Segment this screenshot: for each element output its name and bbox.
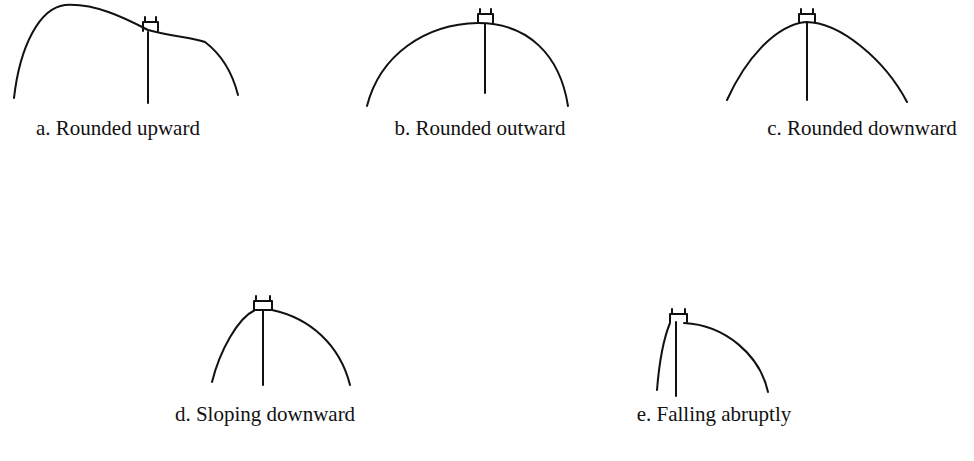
crown-outline (727, 22, 907, 102)
rounded-upward-figure (14, 5, 238, 103)
crown-outline (14, 5, 238, 98)
stem-line (806, 22, 808, 100)
sloping-downward-figure (212, 296, 350, 385)
cap-symbol (799, 9, 815, 22)
cap-symbol (254, 296, 272, 310)
cap-symbol (143, 17, 158, 31)
crown-outline (367, 23, 568, 106)
caption-label: d. Sloping downward (175, 402, 355, 427)
stem-line (484, 24, 486, 93)
rounded-outward-figure (367, 9, 568, 106)
stem-line (675, 322, 677, 396)
rounded-downward-figure (727, 9, 907, 102)
cap-symbol (670, 309, 687, 322)
falling-abruptly-figure (657, 309, 768, 396)
crown-outline (684, 323, 768, 392)
caption-label: e. Falling abruptly (637, 402, 792, 427)
caption-label: a. Rounded upward (36, 116, 200, 141)
caption-label: b. Rounded outward (395, 116, 566, 141)
stem-line (262, 310, 264, 385)
caption-label: c. Rounded downward (767, 116, 957, 141)
cap-symbol (478, 9, 493, 23)
crown-outline (657, 323, 670, 390)
crown-outline (212, 310, 350, 385)
stem-line (147, 32, 149, 103)
